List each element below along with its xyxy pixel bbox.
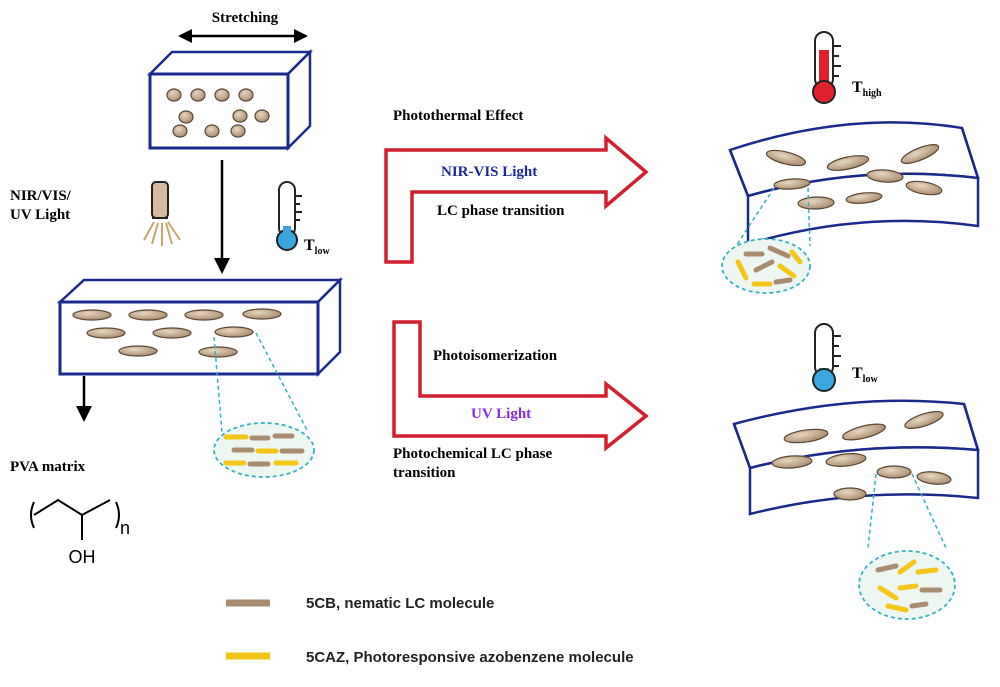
t-high-label: Thigh bbox=[852, 79, 882, 99]
stretched-film bbox=[56, 276, 344, 378]
photoisomerization-label: Photoisomerization bbox=[433, 348, 558, 364]
legend-label-5caz: 5CAZ, Photoresponsive azobenzene molecul… bbox=[306, 649, 634, 666]
lc-phase-transition-label: LC phase transition bbox=[437, 203, 565, 219]
light-source-label-line1: NIR/VIS/ bbox=[10, 188, 72, 204]
uv-light-label: UV Light bbox=[471, 406, 531, 422]
pva-down-arrow bbox=[76, 376, 92, 422]
lamp-icon bbox=[143, 181, 181, 246]
t-low-left-label: Tlow bbox=[304, 237, 330, 257]
curved-film-low bbox=[732, 399, 980, 516]
zoom-callout-left bbox=[213, 332, 315, 478]
stretching-arrow bbox=[178, 29, 308, 43]
pva-oh-label: OH bbox=[69, 547, 96, 567]
thermometer-low-right-icon bbox=[812, 323, 841, 392]
zoom-callout-low bbox=[858, 473, 956, 620]
pva-matrix-label: PVA matrix bbox=[10, 459, 86, 475]
curved-film-high bbox=[728, 121, 980, 246]
nir-vis-light-label: NIR-VIS Light bbox=[441, 164, 537, 180]
photothermal-arrow bbox=[384, 134, 649, 264]
legend: 5CB, nematic LC molecule 5CAZ, Photoresp… bbox=[226, 595, 634, 666]
light-source-label-line2: UV Light bbox=[10, 207, 70, 223]
stretching-label: Stretching bbox=[212, 10, 279, 26]
thermometer-low-icon bbox=[276, 181, 302, 251]
photochemical-transition-line2: transition bbox=[393, 465, 456, 481]
t-low-right-label: Tlow bbox=[852, 365, 878, 385]
photochemical-transition-line1: Photochemical LC phase bbox=[393, 446, 553, 462]
zoom-callout-high bbox=[721, 187, 811, 294]
pva-structure bbox=[30, 498, 120, 540]
unstretched-film bbox=[146, 48, 314, 152]
process-down-arrow bbox=[214, 160, 230, 274]
pva-n-label: n bbox=[120, 518, 130, 538]
thermometer-high-icon bbox=[812, 31, 841, 104]
photothermal-effect-label: Photothermal Effect bbox=[393, 108, 523, 124]
photochemical-arrow bbox=[392, 320, 649, 452]
legend-label-5cb: 5CB, nematic LC molecule bbox=[306, 595, 494, 612]
